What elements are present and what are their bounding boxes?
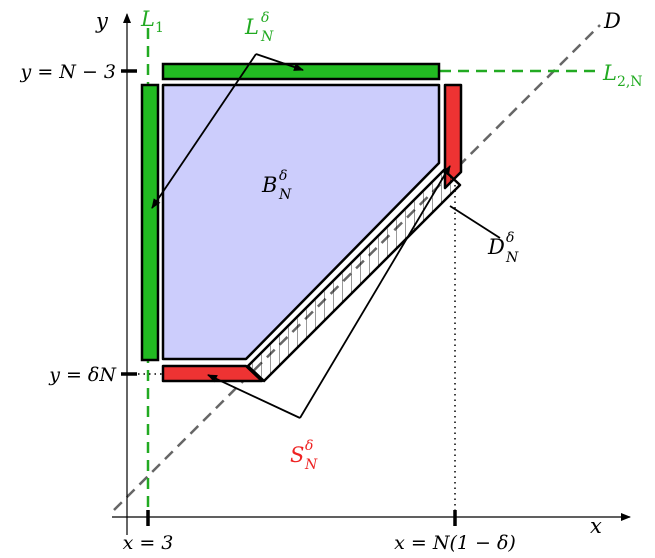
label-l2n: L2,N: [602, 61, 643, 90]
label-l2n-name: L: [602, 61, 617, 85]
label-b-delta: B δ N: [261, 168, 292, 203]
pointer-l-to-left: [151, 53, 257, 209]
label-l1: L1: [140, 7, 164, 36]
tick-label-y-bottom: y = δN: [48, 364, 117, 386]
label-d-delta: D δ N: [487, 230, 519, 266]
label-s-delta: S δ N: [290, 438, 318, 473]
label-d-delta-name: D: [487, 235, 505, 259]
label-b-delta-name: B: [261, 173, 277, 197]
pointer-l-to-top: [255, 53, 304, 71]
label-s-delta-name: S: [290, 443, 304, 467]
label-l-delta-name: L: [244, 15, 259, 39]
green-rect-top: [161, 62, 441, 81]
pointer-s-to-bottom: [207, 374, 301, 419]
label-l2n-sub: 2,N: [617, 74, 643, 90]
label-l-delta-sup: δ: [261, 10, 269, 26]
tick-label-x-right: x = N(1 − δ): [394, 532, 516, 554]
region-d-hatched: [246, 168, 462, 383]
label-d-delta-sup: δ: [506, 230, 514, 246]
tick-label-x-left: x = 3: [123, 532, 174, 554]
label-b-delta-sup: δ: [279, 168, 287, 184]
label-b-delta-sub: N: [278, 187, 292, 203]
region-b: [161, 83, 441, 361]
label-l1-name: L: [140, 7, 155, 31]
label-l1-sub: 1: [155, 20, 164, 36]
label-s-delta-sub: N: [304, 457, 318, 473]
tick-label-y-top: y = N − 3: [20, 61, 116, 83]
green-rect-left: [140, 83, 160, 362]
red-shape-right: [443, 83, 463, 190]
x-axis-label: x: [590, 514, 602, 538]
label-l-delta-sub: N: [260, 29, 274, 45]
red-shape-bottom: [161, 364, 264, 383]
label-d: D: [603, 9, 621, 33]
pointer-d-region: [449, 205, 501, 239]
label-d-delta-sub: N: [505, 250, 519, 266]
pointer-s-to-right: [299, 165, 451, 419]
y-axis-label: y: [95, 9, 109, 33]
label-s-delta-sup: δ: [305, 438, 313, 454]
label-l-delta: L δ N: [244, 10, 274, 45]
